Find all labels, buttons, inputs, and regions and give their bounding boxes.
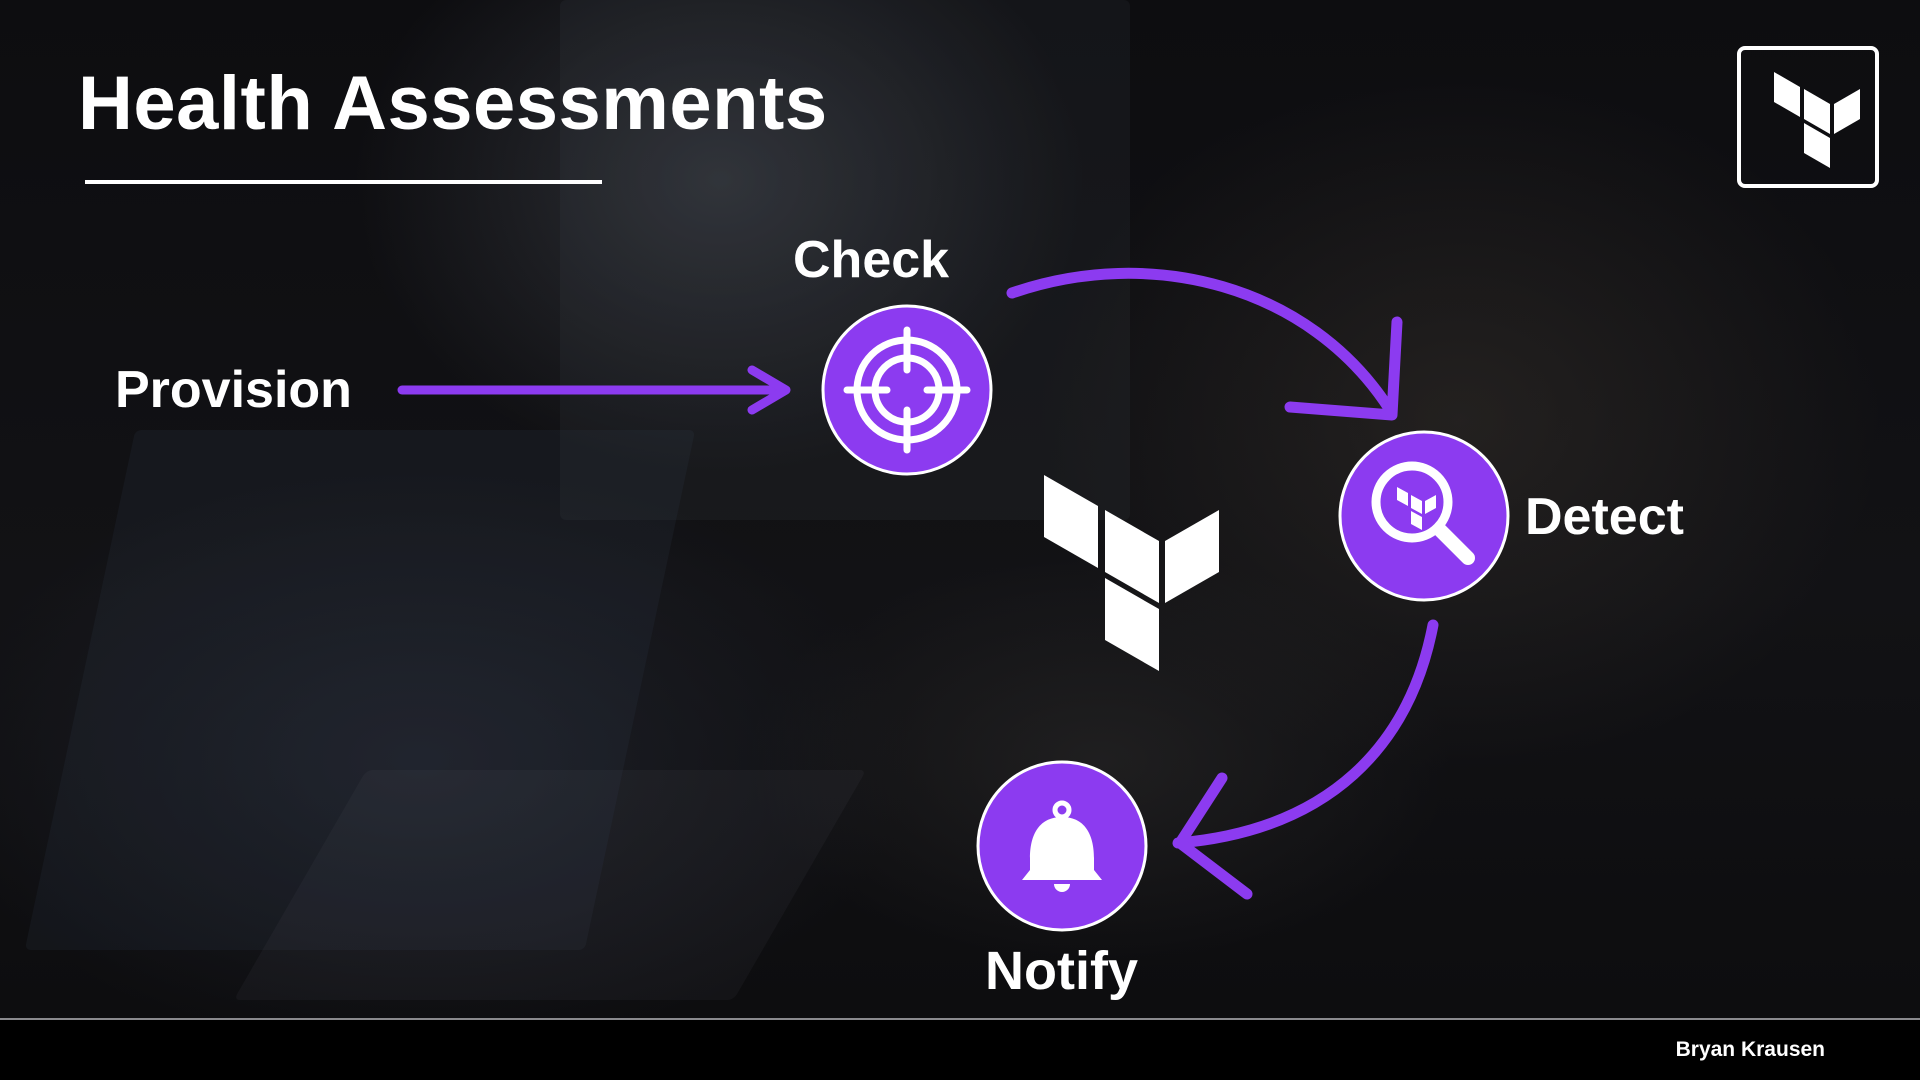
provision-label: Provision <box>115 361 352 419</box>
check-label: Check <box>793 231 949 289</box>
footer-bar <box>0 1020 1920 1080</box>
arrow-provision-to-check <box>397 365 791 415</box>
title-underline <box>85 180 602 184</box>
detect-label: Detect <box>1525 488 1684 546</box>
arrow-check-to-detect <box>1006 267 1403 421</box>
slide-title: Health Assessments <box>78 61 828 146</box>
bell-icon <box>1022 800 1102 892</box>
terraform-logo-icon <box>1044 475 1219 671</box>
author-name: Bryan Krausen <box>1675 1038 1825 1061</box>
magnifier-terraform-icon <box>1371 461 1475 565</box>
check-node <box>821 304 993 476</box>
footer-divider <box>0 1018 1920 1020</box>
terraform-logo-icon <box>1737 46 1879 188</box>
crosshair-target-icon <box>843 326 971 454</box>
notify-label: Notify <box>985 941 1138 1001</box>
detect-node <box>1338 430 1510 602</box>
arrow-detect-to-notify <box>1172 619 1439 900</box>
notify-node <box>976 760 1148 932</box>
